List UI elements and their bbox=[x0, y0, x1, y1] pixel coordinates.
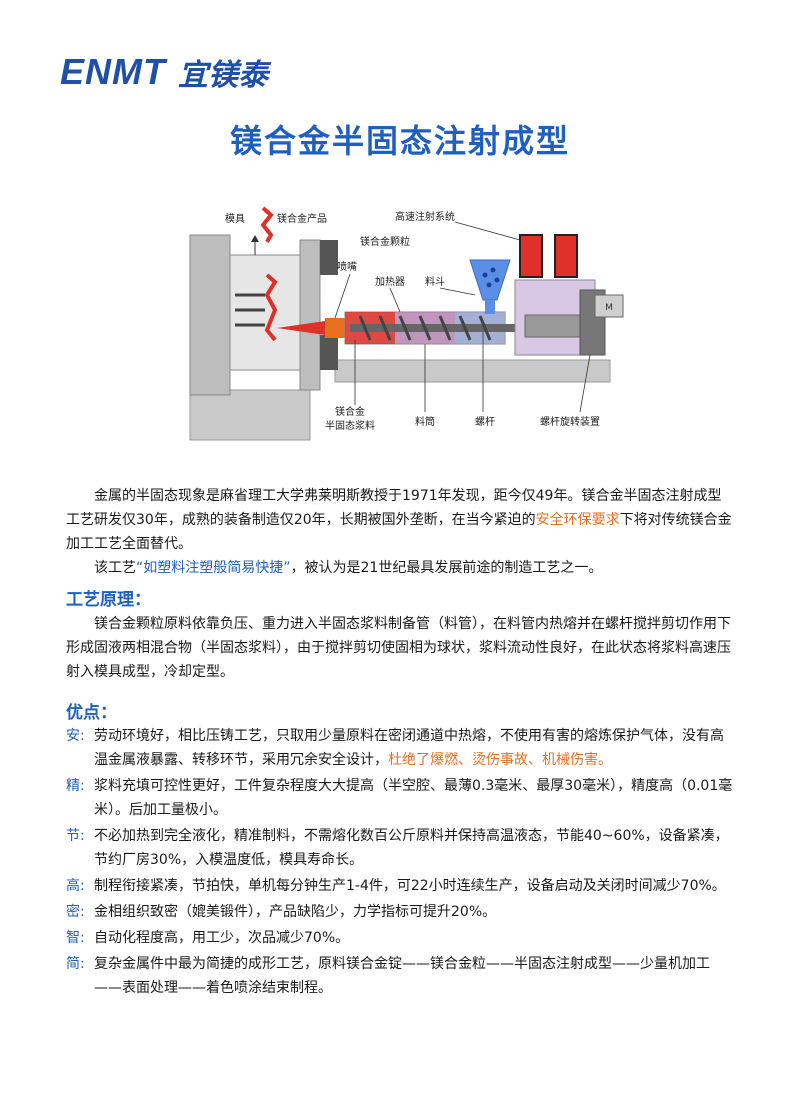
label-product: 镁合金产品 bbox=[277, 212, 327, 225]
advantage-text: 劳动环境好，相比压铸工艺，只取用少量原料在密闭通道中热熔，不使用有害的熔炼保护气… bbox=[94, 728, 724, 768]
advantage-text: 金相组织致密（媲美锻件），产品缺陷少，力学指标可提升20%。 bbox=[94, 904, 497, 920]
logo-mark: ENMT bbox=[60, 51, 166, 92]
page-title: 镁合金半固态注射成型 bbox=[229, 122, 570, 160]
label-mold: 模具 bbox=[225, 213, 245, 225]
label-granules: 镁合金颗粒 bbox=[360, 235, 410, 248]
advantage-highlight: 杜绝了爆燃、烫伤事故、机械伤害。 bbox=[388, 752, 612, 768]
injection-cylinder-right bbox=[554, 234, 578, 278]
advantage-key: 高: bbox=[66, 878, 85, 894]
mold-base bbox=[189, 389, 311, 441]
injection-machine-diagram: M 模具 镁合金产品 喷嘴 加热器 料斗 高速注射系统 镁合金颗粒 镁合金 半固… bbox=[189, 206, 624, 441]
product-shape bbox=[260, 206, 274, 243]
advantage-key: 简: bbox=[66, 956, 85, 972]
product-in-mold bbox=[264, 273, 278, 342]
label-nozzle: 喷嘴 bbox=[337, 261, 357, 273]
screw-shaft bbox=[350, 324, 525, 332]
label-rotation: 螺杆旋转装置 bbox=[540, 415, 600, 428]
advantages-list: 安: 劳动环境好，相比压铸工艺，只取用少量原料在密闭通道中热熔，不使用有害的熔炼保… bbox=[66, 724, 734, 1002]
mold-frame-left bbox=[189, 234, 231, 396]
advantage-item: 节: 不必加热到完全液化，精准制料，不需熔化数百公斤原料并保持高温液态，节能40~… bbox=[66, 824, 734, 872]
advantage-text: 自动化程度高，用工少，次品减少70%。 bbox=[94, 930, 350, 946]
advantage-key: 密: bbox=[66, 904, 85, 920]
advantage-key: 安: bbox=[66, 728, 85, 744]
advantage-text: 复杂金属件中最为简捷的成形工艺，原料镁合金锭——镁合金粒——半固态注射成型——少… bbox=[94, 956, 710, 996]
advantage-item: 安: 劳动环境好，相比压铸工艺，只取用少量原料在密闭通道中热熔，不使用有害的熔炼保… bbox=[66, 724, 734, 772]
motor-label: M bbox=[605, 303, 613, 313]
advantage-key: 智: bbox=[66, 930, 85, 946]
advantage-key: 节: bbox=[66, 828, 85, 844]
label-barrel: 料筒 bbox=[415, 415, 435, 428]
advantage-item: 智: 自动化程度高，用工少，次品减少70%。 bbox=[66, 926, 734, 950]
intro-section: 金属的半固态现象是麻省理工大学弗莱明斯教授于1971年发现，距今仅49年。镁合金… bbox=[66, 484, 734, 580]
intro-paragraph-2: 该工艺“如塑料注塑般简易快捷”，被认为是21世纪最具发展前途的制造工艺之一。 bbox=[94, 560, 603, 576]
injection-cylinder-left bbox=[519, 234, 543, 278]
highlight-safety: 安全环保要求 bbox=[535, 512, 620, 528]
principle-text: 镁合金颗粒原料依靠负压、重力进入半固态浆料制备管（料管），在料管内热熔并在螺杆搅… bbox=[66, 616, 731, 680]
advantage-text: 不必加热到完全液化，精准制料，不需熔化数百公斤原料并保持高温液态，节能40~60… bbox=[94, 828, 729, 868]
principle-section: 镁合金颗粒原料依靠负压、重力进入半固态浆料制备管（料管），在料管内热熔并在螺杆搅… bbox=[66, 612, 734, 684]
company-logo: ENMT 宜镁泰 bbox=[60, 51, 268, 93]
label-hopper: 料斗 bbox=[425, 275, 445, 288]
advantage-text: 浆料充填可控性更好，工件复杂程度大大提高（半空腔、最薄0.3毫米、最厚30毫米）… bbox=[94, 778, 733, 818]
mold-block bbox=[229, 254, 301, 371]
mold-clamp-bottom bbox=[320, 335, 338, 370]
nozzle-tip bbox=[325, 318, 345, 338]
label-high-speed: 高速注射系统 bbox=[395, 210, 455, 223]
motor-icon bbox=[594, 294, 624, 318]
label-slurry-2: 半固态浆料 bbox=[325, 419, 375, 432]
advantage-item: 高: 制程衔接紧凑，节拍快，单机每分钟生产1-4件，可22小时连续生产，设备启动及… bbox=[66, 874, 734, 898]
advantages-heading: 优点： bbox=[66, 703, 117, 723]
label-slurry-1: 镁合金 bbox=[335, 405, 365, 418]
label-heater: 加热器 bbox=[375, 275, 405, 288]
advantage-item: 简: 复杂金属件中最为简捷的成形工艺，原料镁合金锭——镁合金粒——半固态注射成型—… bbox=[66, 952, 734, 1000]
advantage-text: 制程衔接紧凑，节拍快，单机每分钟生产1-4件，可22小时连续生产，设备启动及关闭… bbox=[94, 878, 726, 894]
advantage-item: 精: 浆料充填可控性更好，工件复杂程度大大提高（半空腔、最薄0.3毫米、最厚30毫… bbox=[66, 774, 734, 822]
hopper bbox=[469, 259, 511, 301]
label-screw: 螺杆 bbox=[475, 416, 495, 428]
intro-paragraph-1: 金属的半固态现象是麻省理工大学弗莱明斯教授于1971年发现，距今仅49年。镁合金… bbox=[66, 488, 732, 552]
nozzle-shape bbox=[277, 321, 325, 335]
advantage-item: 密: 金相组织致密（媲美锻件），产品缺陷少，力学指标可提升20%。 bbox=[66, 900, 734, 924]
highlight-slogan: “如塑料注塑般简易快捷” bbox=[136, 560, 291, 576]
machine-base bbox=[334, 359, 611, 383]
principle-heading: 工艺原理： bbox=[66, 590, 151, 610]
mold-frame-right bbox=[299, 239, 321, 391]
advantage-key: 精: bbox=[66, 778, 85, 794]
logo-name: 宜镁泰 bbox=[178, 58, 268, 93]
mold-clamp-top bbox=[320, 240, 338, 275]
